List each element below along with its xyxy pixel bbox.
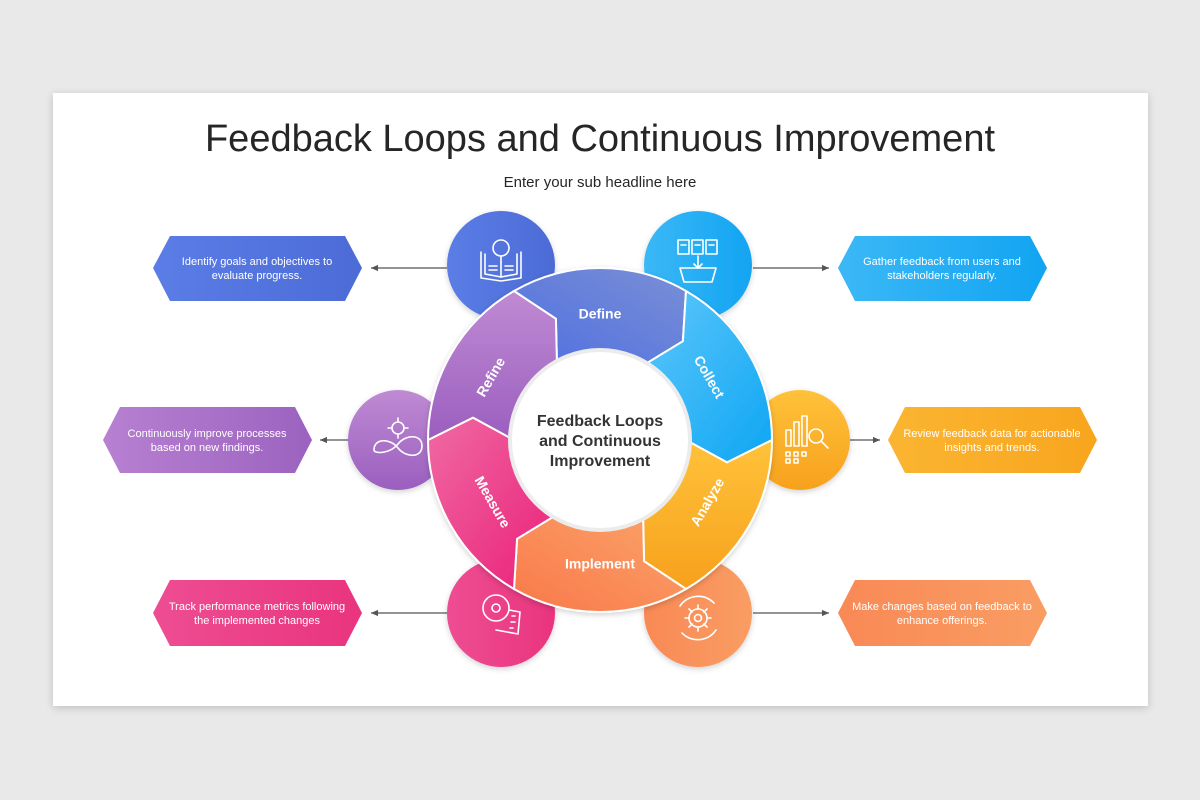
- desc-measure-line1: Track performance metrics following: [169, 601, 345, 613]
- cycle-ring: DefineCollectAnalyzeImplementMeasureRefi…: [426, 267, 774, 613]
- icon-circle-refine: [348, 390, 448, 490]
- measuring-tape-icon: [482, 594, 521, 635]
- desc-analyze-line1: Review feedback data for actionable: [903, 428, 1080, 440]
- desc-implement-line2: enhance offerings.: [897, 615, 987, 627]
- center-title-line3: Improvement: [550, 453, 651, 470]
- desc-box-refine: Continuously improve processes based on …: [103, 407, 312, 473]
- documents-inbox-icon: [677, 239, 718, 283]
- desc-analyze-line2: insights and trends.: [944, 442, 1039, 454]
- desc-refine-line1: Continuously improve processes: [128, 428, 287, 440]
- segment-label-define: Define: [579, 306, 622, 322]
- page-title: Feedback Loops and Continuous Improvemen…: [204, 118, 996, 160]
- desc-box-measure: Track performance metrics following the …: [153, 580, 362, 646]
- connector-arrows: [320, 264, 880, 617]
- infinity-gear-icon: [373, 417, 423, 457]
- page-subtitle: Enter your sub headline here: [503, 174, 697, 191]
- desc-measure-line2: the implemented changes: [194, 615, 320, 627]
- bar-chart-magnifier-icon: [785, 415, 829, 464]
- desc-implement-line1: Make changes based on feedback to: [852, 601, 1032, 613]
- desc-box-define: Identify goals and objectives to evaluat…: [153, 236, 362, 301]
- icon-circle-analyze: [750, 390, 850, 490]
- desc-define-line2: evaluate progress.: [212, 270, 303, 282]
- center-title-line2: and Continuous: [539, 433, 661, 450]
- desc-box-collect: Gather feedback from users and stakehold…: [838, 236, 1047, 301]
- desc-collect-line2: stakeholders regularly.: [887, 270, 997, 282]
- gear-cycle-icon: [679, 595, 717, 641]
- desc-box-implement: Make changes based on feedback to enhanc…: [838, 580, 1047, 646]
- segment-label-implement: Implement: [565, 556, 635, 572]
- center-title-line1: Feedback Loops: [537, 413, 663, 430]
- book-magnifier-icon: [480, 239, 522, 282]
- desc-define-line1: Identify goals and objectives to: [182, 256, 332, 268]
- center-circle: [508, 348, 692, 532]
- desc-box-analyze: Review feedback data for actionable insi…: [888, 407, 1097, 473]
- desc-refine-line2: based on new findings.: [151, 442, 264, 454]
- desc-collect-line1: Gather feedback from users and: [863, 256, 1021, 268]
